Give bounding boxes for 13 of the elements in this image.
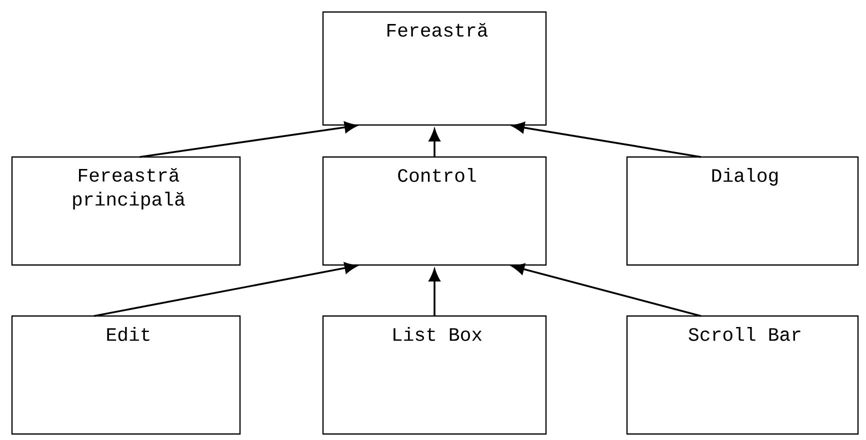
class-box: List Box <box>322 315 547 435</box>
arrow <box>140 122 358 158</box>
arrow <box>94 262 358 317</box>
arrow <box>428 268 440 316</box>
class-box: Scroll Bar <box>626 315 859 435</box>
arrow <box>512 263 702 317</box>
class-box: Fereastră <box>322 11 547 126</box>
arrow <box>428 128 440 157</box>
class-box: Control <box>322 156 547 266</box>
class-box: Edit <box>11 315 241 435</box>
class-box: Fereastră principală <box>11 156 241 266</box>
arrow <box>512 122 702 158</box>
class-box: Dialog <box>626 156 859 266</box>
